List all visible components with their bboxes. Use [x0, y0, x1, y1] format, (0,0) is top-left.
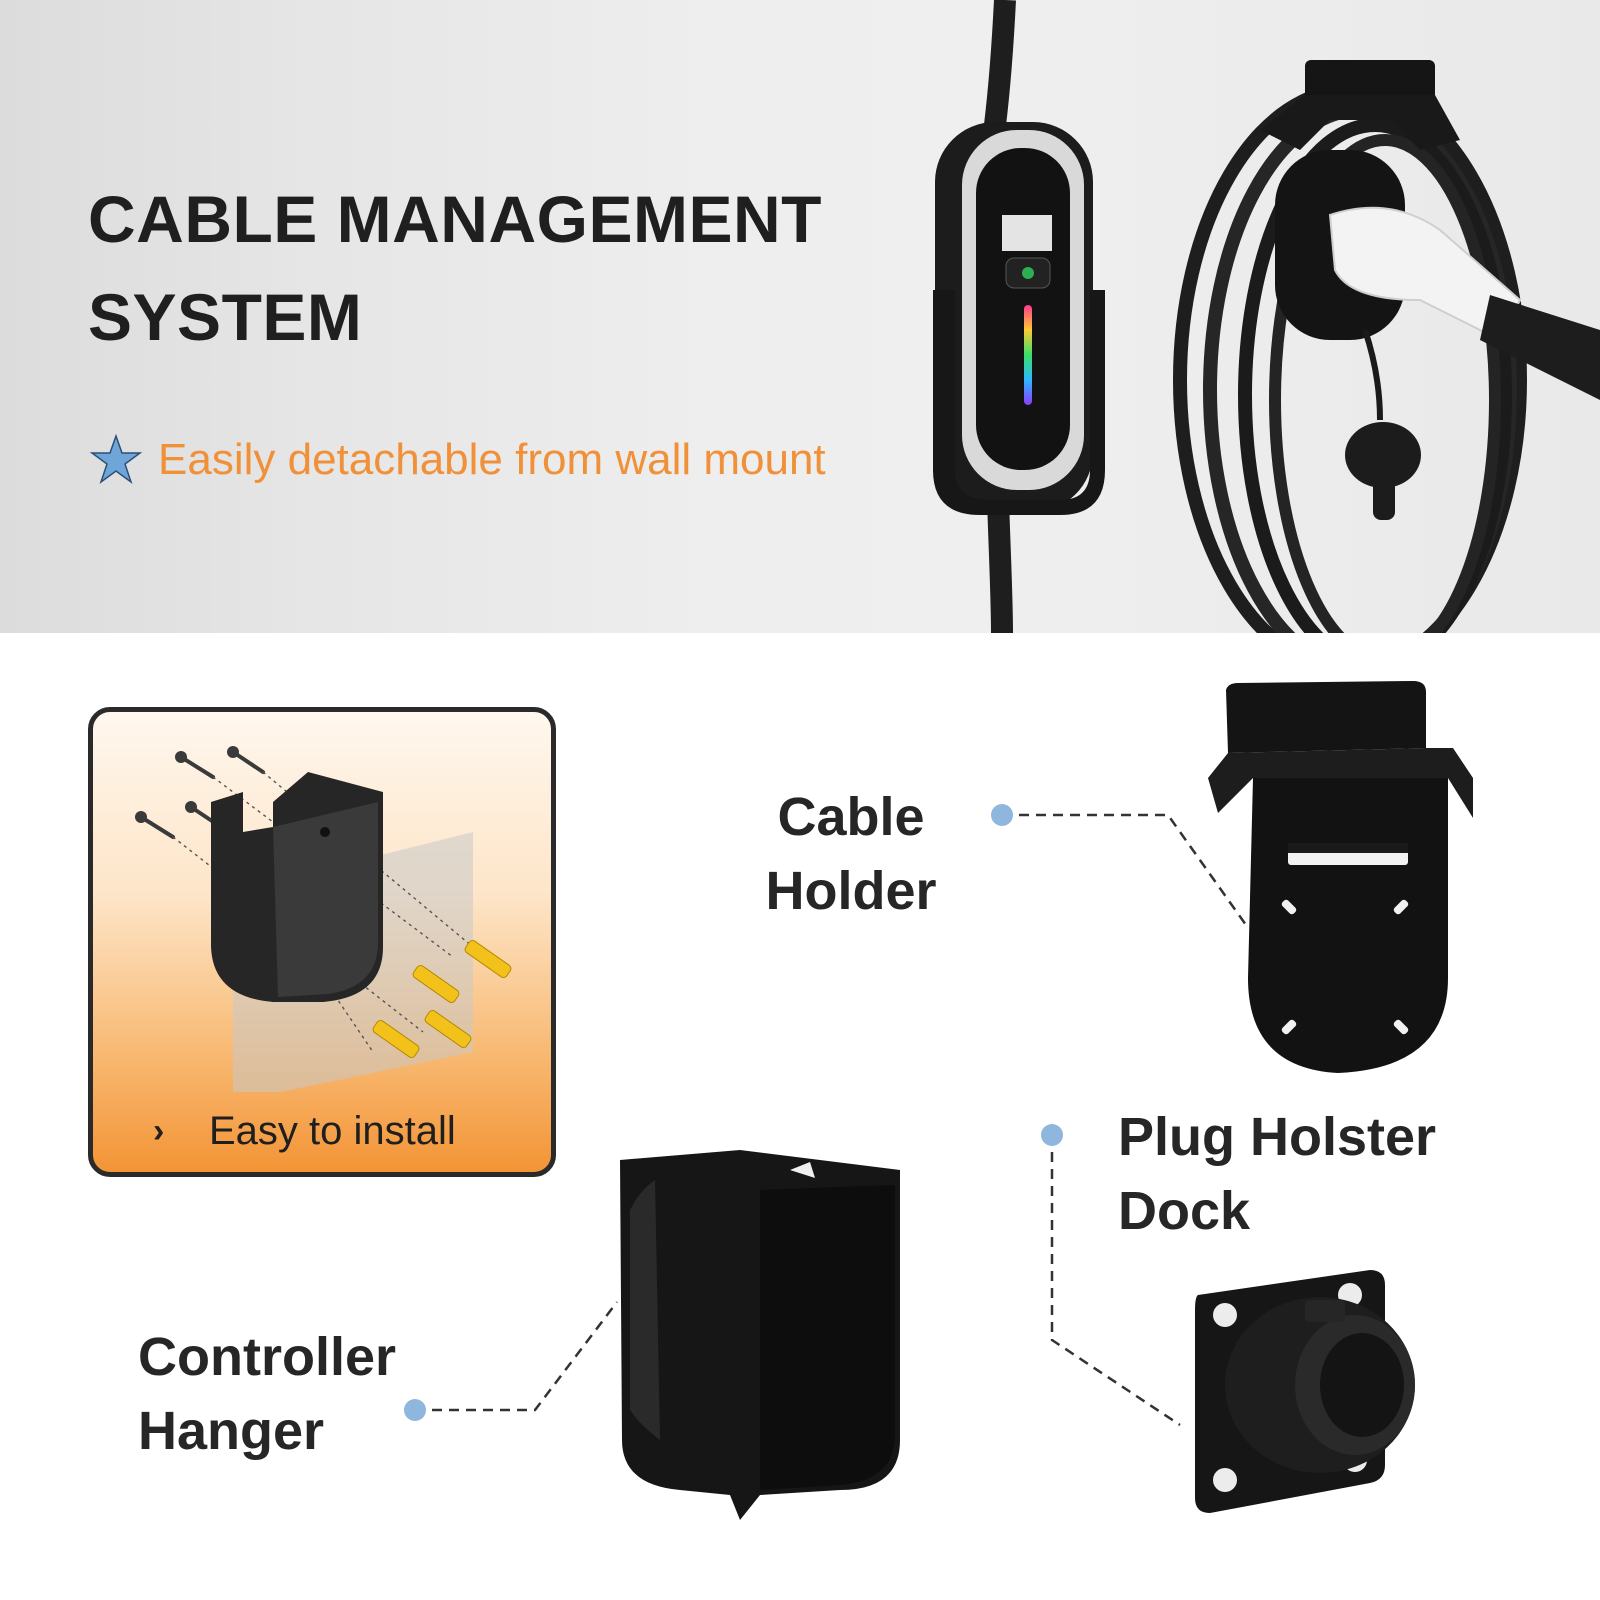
hero-title-line-1: CABLE MANAGEMENT — [88, 182, 822, 256]
plug-holster-callout — [1050, 1135, 1181, 1427]
chevron-right-icon: › — [153, 1112, 165, 1150]
cable-holder-label: Cable Holder — [756, 780, 946, 928]
cable-holder-label-line-1: Cable — [777, 787, 925, 847]
controller-hanger-image — [620, 1150, 900, 1520]
plug-holster-label: Plug Holster Dock — [1118, 1100, 1518, 1248]
hero-title: CABLE MANAGEMENT SYSTEM — [88, 170, 908, 366]
install-label: › Easy to install — [153, 1109, 456, 1154]
hero-banner: CABLE MANAGEMENT SYSTEM Easily detachabl… — [0, 0, 1600, 633]
cable-holder-callout-dot — [991, 804, 1013, 826]
star-icon — [89, 433, 143, 484]
cable-holder-label-line-2: Holder — [765, 861, 937, 921]
controller-hanger-label: Controller Hanger — [138, 1320, 438, 1468]
install-label-text: Easy to install — [209, 1109, 456, 1153]
plug-holster-image — [1195, 1270, 1415, 1513]
plug-holster-label-line-1: Plug Holster — [1118, 1107, 1437, 1167]
install-illustration — [135, 746, 512, 1092]
controller-hanger-label-line-2: Hanger — [138, 1401, 325, 1461]
wall-charger-photo — [933, 0, 1600, 633]
cable-holder-image — [1208, 681, 1473, 1073]
hero-title-line-2: SYSTEM — [88, 280, 363, 354]
controller-hanger-label-line-1: Controller — [138, 1327, 397, 1387]
install-card: › Easy to install — [88, 707, 556, 1177]
controller-hanger-callout-dot — [404, 1399, 426, 1421]
tagline: Easily detachable from wall mount — [88, 430, 826, 490]
cable-holder-callout — [1002, 813, 1248, 926]
controller-hanger-callout — [415, 1301, 618, 1412]
plug-holster-callout-dot — [1041, 1124, 1063, 1146]
tagline-text: Easily detachable from wall mount — [158, 435, 826, 484]
plug-holster-label-line-2: Dock — [1118, 1181, 1251, 1241]
